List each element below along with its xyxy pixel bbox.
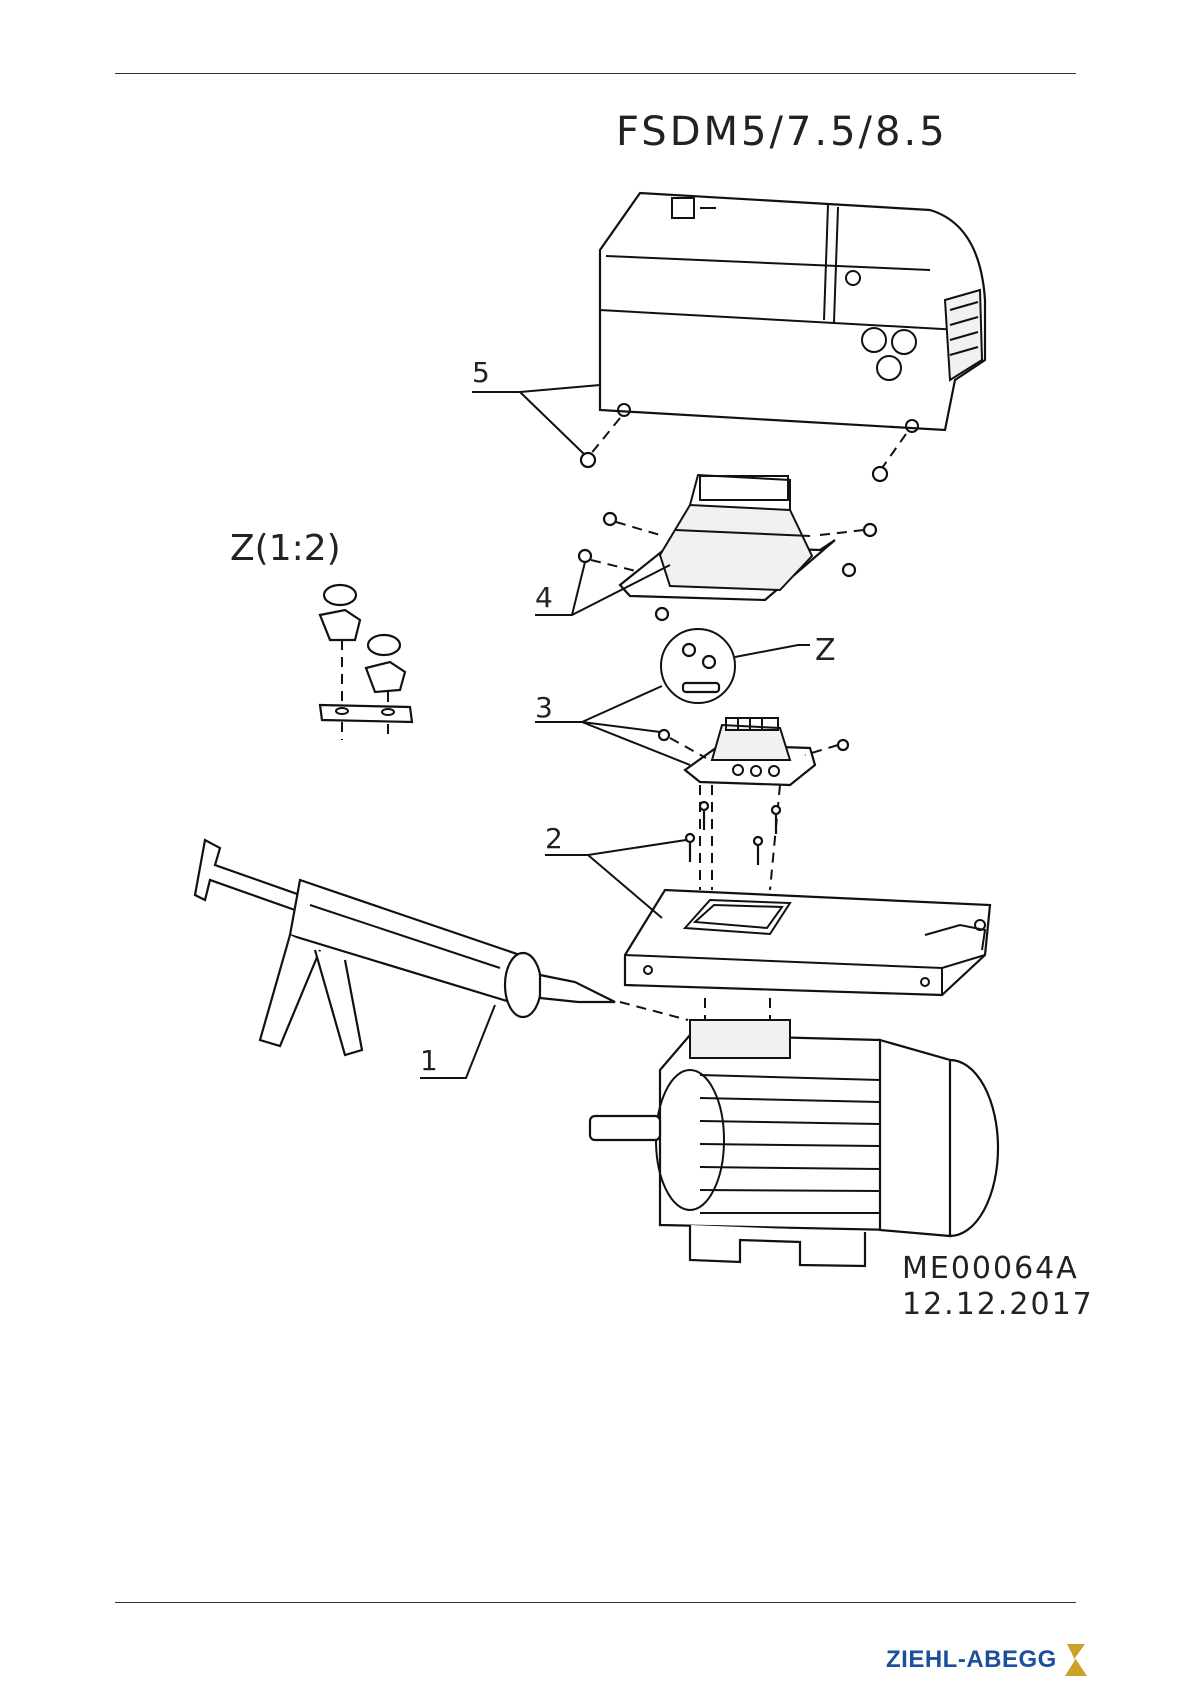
pcb-screws xyxy=(686,785,780,890)
svg-text:Z: Z xyxy=(815,633,836,668)
detail-circle-z xyxy=(661,629,735,703)
adapter-plate xyxy=(625,890,990,995)
electric-motor xyxy=(590,1020,998,1266)
brand-logo: ZIEHL-ABEGG xyxy=(886,1640,1089,1680)
cover-screws xyxy=(581,418,906,481)
svg-text:2: 2 xyxy=(545,822,563,855)
detail-view-fixings xyxy=(320,585,412,740)
circuit-board xyxy=(659,718,848,785)
housing-cover xyxy=(600,193,985,432)
caulking-gun xyxy=(195,840,688,1055)
callout-z: Z xyxy=(735,633,836,668)
drawing-number: ME00064A xyxy=(902,1251,1079,1286)
svg-text:3: 3 xyxy=(535,691,553,724)
drawing-date: 12.12.2017 xyxy=(902,1287,1094,1322)
electronics-housing xyxy=(620,475,835,600)
detail-view-label: Z(1:2) xyxy=(230,528,341,569)
svg-text:5: 5 xyxy=(472,356,490,389)
drawing-title: FSDM5/7.5/8.5 xyxy=(616,109,948,155)
footer-rule xyxy=(115,1602,1076,1603)
callout-3: 3 xyxy=(535,686,690,765)
brand-mark-icon xyxy=(1063,1642,1089,1678)
brand-name: ZIEHL-ABEGG xyxy=(886,1646,1057,1674)
callout-1: 1 xyxy=(420,1005,495,1078)
callout-5: 5 xyxy=(472,356,600,454)
svg-text:4: 4 xyxy=(535,581,553,614)
svg-text:1: 1 xyxy=(420,1044,438,1077)
